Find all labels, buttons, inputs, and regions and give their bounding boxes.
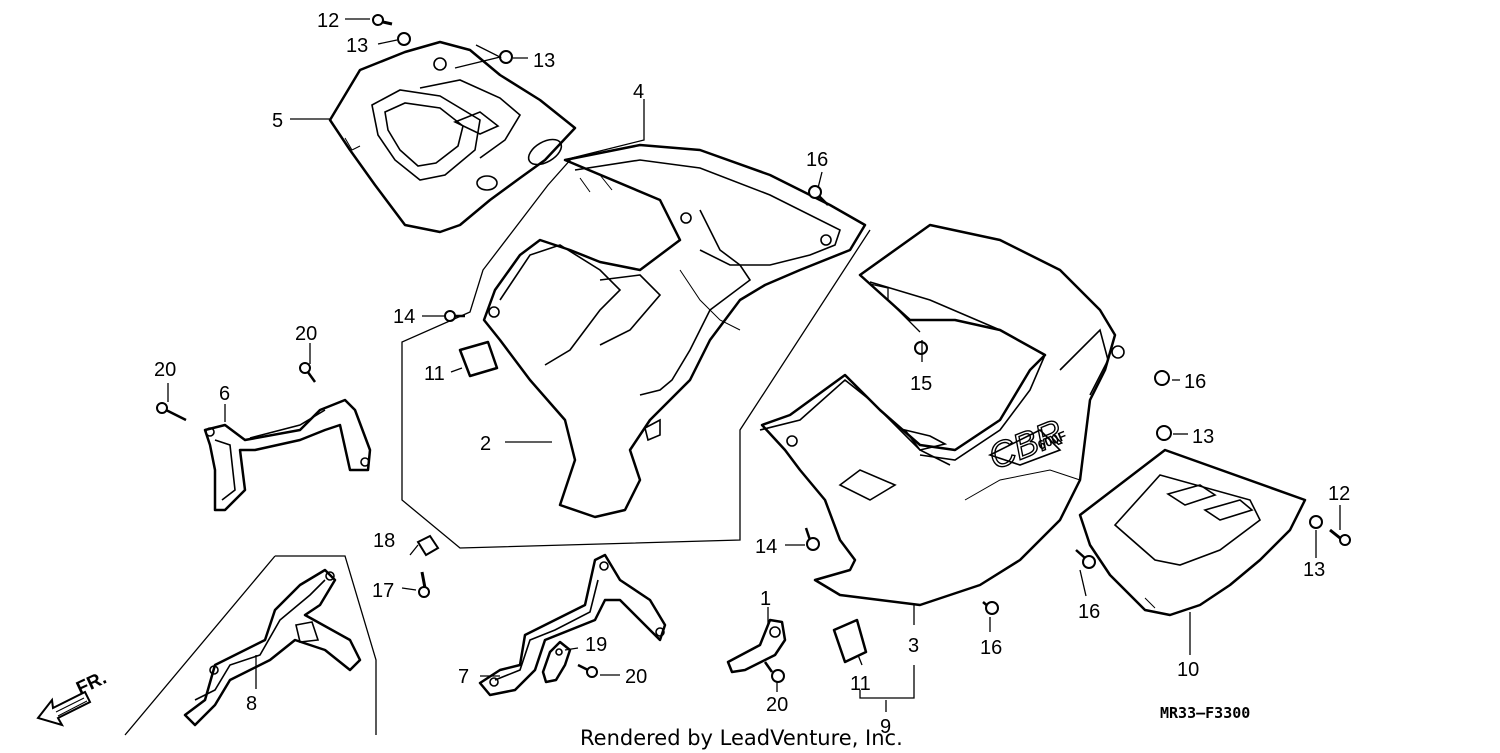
callout-20-a[interactable]: 20 xyxy=(295,323,317,345)
callout-2[interactable]: 2 xyxy=(480,433,491,455)
part-14-screw-lower xyxy=(804,527,820,551)
part-12-bolt-lower xyxy=(1329,528,1351,546)
part-15-bolt xyxy=(914,341,928,355)
callout-15[interactable]: 15 xyxy=(910,373,932,395)
part-3-right-lower-cowl[interactable]: CBR 600F xyxy=(759,223,1125,607)
callout-16-b[interactable]: 16 xyxy=(1184,371,1206,393)
part-19-stay[interactable] xyxy=(541,640,572,684)
callout-7[interactable]: 7 xyxy=(458,666,469,688)
part-20-bolt-b xyxy=(299,362,317,383)
callout-9[interactable]: 9 xyxy=(880,716,891,738)
part-8-bracket[interactable] xyxy=(183,568,362,727)
part-5-inner-panel[interactable] xyxy=(328,40,577,234)
diagram-code: MR33—F3300 xyxy=(1160,704,1250,722)
part-16-bolt-a xyxy=(808,185,829,206)
callout-12-lower[interactable]: 12 xyxy=(1328,483,1350,505)
part-7-bracket[interactable] xyxy=(478,553,667,697)
part-20-bolt-a xyxy=(156,402,187,422)
callout-18[interactable]: 18 xyxy=(373,530,395,552)
callout-20-d[interactable]: 20 xyxy=(766,694,788,716)
part-20-bolt-d xyxy=(763,661,785,683)
part-6-bracket[interactable] xyxy=(203,398,372,512)
callout-13-a[interactable]: 13 xyxy=(346,35,368,57)
callout-4[interactable]: 4 xyxy=(633,81,644,103)
callout-12-upper[interactable]: 12 xyxy=(317,10,339,32)
callout-13-b[interactable]: 13 xyxy=(533,50,555,72)
callout-14-lower[interactable]: 14 xyxy=(755,536,777,558)
callout-labels: 1 2 3 4 5 6 7 8 9 10 11 11 12 12 13 13 1… xyxy=(154,10,1350,738)
part-11-pad-lower xyxy=(832,618,868,664)
part-11-pad-upper xyxy=(458,340,499,378)
part-16-bolt-c xyxy=(1075,549,1096,569)
part-20-bolt-c xyxy=(577,663,598,678)
callout-1[interactable]: 1 xyxy=(760,588,771,610)
part-13-washer-a xyxy=(397,32,411,46)
callout-16-a[interactable]: 16 xyxy=(806,149,828,171)
callout-3[interactable]: 3 xyxy=(908,635,919,657)
callout-20-c[interactable]: 20 xyxy=(625,666,647,688)
callout-16-d[interactable]: 16 xyxy=(980,637,1002,659)
part-10-right-inner-panel[interactable] xyxy=(1078,448,1307,617)
part-16-bolt-b xyxy=(1154,370,1170,386)
part-17-bolt xyxy=(418,571,430,598)
part-1-bracket[interactable] xyxy=(726,618,787,674)
callout-20-b[interactable]: 20 xyxy=(154,359,176,381)
part-13-washer-b xyxy=(499,50,513,64)
callout-19[interactable]: 19 xyxy=(585,634,607,656)
render-credit: Rendered by LeadVenture, Inc. xyxy=(580,726,903,750)
callout-5[interactable]: 5 xyxy=(272,110,283,132)
part-18-clip xyxy=(416,534,440,557)
callout-6[interactable]: 6 xyxy=(219,383,230,405)
part-2-4-left-middle-cowl[interactable] xyxy=(482,143,867,519)
callout-17[interactable]: 17 xyxy=(372,580,394,602)
part-13-washer-c xyxy=(1156,425,1172,441)
part-12-bolt-upper xyxy=(372,14,393,26)
callout-14-upper[interactable]: 14 xyxy=(393,306,415,328)
part-13-washer-d xyxy=(1309,515,1323,529)
callout-13-c[interactable]: 13 xyxy=(1192,426,1214,448)
callout-10[interactable]: 10 xyxy=(1177,659,1199,681)
part-16-bolt-d xyxy=(982,601,999,615)
leader-lines xyxy=(124,18,1341,736)
callout-13-d[interactable]: 13 xyxy=(1303,559,1325,581)
callout-11-lower[interactable]: 11 xyxy=(850,673,871,695)
front-direction-arrow: FR. xyxy=(36,668,110,727)
callout-11-upper[interactable]: 11 xyxy=(424,363,445,385)
callout-8[interactable]: 8 xyxy=(246,693,257,715)
callout-16-c[interactable]: 16 xyxy=(1078,601,1100,623)
